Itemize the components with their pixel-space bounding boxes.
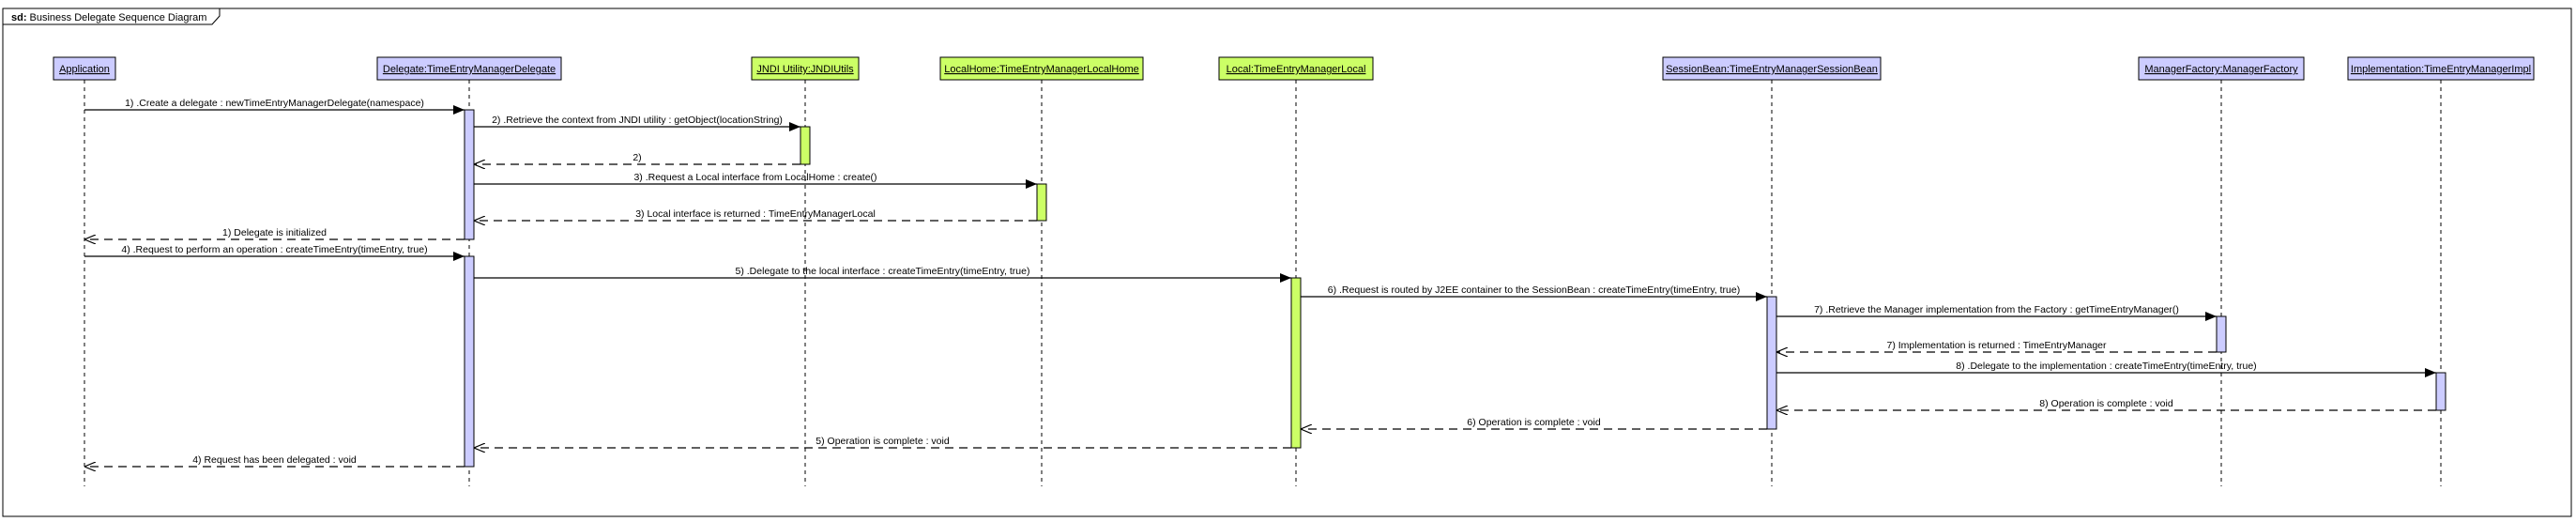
participant-impl: Implementation:TimeEntryManagerImpl (2347, 56, 2535, 486)
participant-box-home (939, 56, 1144, 81)
message-5: 3) Local interface is returned : TimeEnt… (474, 208, 1037, 221)
message-label: 5) .Delegate to the local interface : cr… (736, 266, 1030, 277)
message-label: 1) .Create a delegate : newTimeEntryMana… (125, 98, 424, 109)
message-label: 8) .Delegate to the implementation : cre… (1956, 361, 2256, 372)
participant-box-delegate (376, 56, 562, 81)
participant-session: SessionBean:TimeEntryManagerSessionBean (1662, 56, 1882, 486)
frame-title-tab (2, 8, 221, 25)
message-label: 7) .Retrieve the Manager implementation … (1814, 304, 2179, 315)
frame-title-text: Business Delegate Sequence Diagram (30, 12, 207, 23)
participants-layer: Application Delegate:TimeEntryManagerDele… (53, 56, 2535, 486)
message-14: 6) Operation is complete : void (1301, 417, 1767, 429)
participant-label-factory: ManagerFactory:ManagerFactory (2144, 64, 2298, 75)
message-label: 8) Operation is complete : void (2039, 398, 2173, 409)
message-2: 2) .Retrieve the context from JNDI utili… (474, 115, 800, 131)
participant-label-impl: Implementation:TimeEntryManagerImpl (2351, 64, 2531, 75)
message-label: 4) .Request to perform an operation : cr… (121, 244, 427, 255)
message-label: 3) .Request a Local interface from Local… (633, 172, 876, 183)
frame-keyword: sd: (11, 12, 27, 23)
message-label: 7) Implementation is returned : TimeEntr… (1886, 340, 2107, 351)
message-label: 3) Local interface is returned : TimeEnt… (635, 208, 876, 220)
participant-label-app: Application (59, 64, 110, 75)
frame-title: sd:Business Delegate Sequence Diagram (11, 12, 206, 23)
message-11: 7) Implementation is returned : TimeEntr… (1776, 340, 2217, 352)
activation-bar-delegate (464, 255, 475, 468)
message-15: 5) Operation is complete : void (474, 436, 1291, 448)
participant-label-local: Local:TimeEntryManagerLocal (1227, 64, 1366, 75)
message-3: 2) (474, 152, 800, 164)
message-10: 7) .Retrieve the Manager implementation … (1776, 304, 2217, 321)
participant-delegate: Delegate:TimeEntryManagerDelegate (376, 56, 562, 486)
participant-box-session (1662, 56, 1882, 81)
activation-bar-factory (2216, 315, 2227, 353)
message-4: 3) .Request a Local interface from Local… (474, 172, 1037, 189)
message-label: 2) (633, 152, 641, 163)
message-8: 5) .Delegate to the local interface : cr… (474, 266, 1291, 283)
activation-bar-session (1766, 296, 1777, 430)
activation-bar-jndi (800, 126, 811, 165)
activation-bar-impl (2435, 372, 2446, 411)
participant-box-factory (2138, 56, 2305, 81)
message-1: 1) .Create a delegate : newTimeEntryMana… (84, 98, 465, 115)
message-7: 4) .Request to perform an operation : cr… (84, 244, 465, 261)
messages-layer: 1) .Create a delegate : newTimeEntryMana… (84, 98, 2436, 467)
activation-bar-local (1290, 277, 1302, 449)
message-9: 6) .Request is routed by J2EE container … (1301, 284, 1767, 301)
participant-box-jndi (751, 56, 860, 81)
participant-label-delegate: Delegate:TimeEntryManagerDelegate (383, 64, 556, 75)
message-label: 6) .Request is routed by J2EE container … (1328, 284, 1740, 296)
message-16: 4) Request has been delegated : void (84, 454, 465, 467)
participant-factory: ManagerFactory:ManagerFactory (2138, 56, 2305, 486)
activation-bar-delegate (464, 109, 475, 240)
participant-box-app (53, 56, 116, 81)
message-label: 2) .Retrieve the context from JNDI utili… (492, 115, 783, 126)
participant-box-local (1218, 56, 1374, 81)
diagram-frame (2, 8, 2572, 517)
message-12: 8) .Delegate to the implementation : cre… (1776, 361, 2436, 377)
participant-label-session: SessionBean:TimeEntryManagerSessionBean (1666, 64, 1878, 75)
participant-label-jndi: JNDI Utility:JNDIUtils (756, 64, 854, 75)
message-label: 6) Operation is complete : void (1467, 417, 1601, 428)
participant-jndi: JNDI Utility:JNDIUtils (751, 56, 860, 486)
activations-layer (464, 109, 2446, 468)
message-label: 1) Delegate is initialized (222, 227, 327, 238)
participant-box-impl (2347, 56, 2535, 81)
message-label: 4) Request has been delegated : void (192, 454, 357, 466)
participant-label-home: LocalHome:TimeEntryManagerLocalHome (944, 64, 1138, 75)
participant-app: Application (53, 56, 116, 486)
activation-bar-home (1036, 183, 1047, 222)
message-13: 8) Operation is complete : void (1776, 398, 2436, 410)
message-label: 5) Operation is complete : void (815, 436, 950, 447)
participant-home: LocalHome:TimeEntryManagerLocalHome (939, 56, 1144, 486)
message-6: 1) Delegate is initialized (84, 227, 465, 239)
